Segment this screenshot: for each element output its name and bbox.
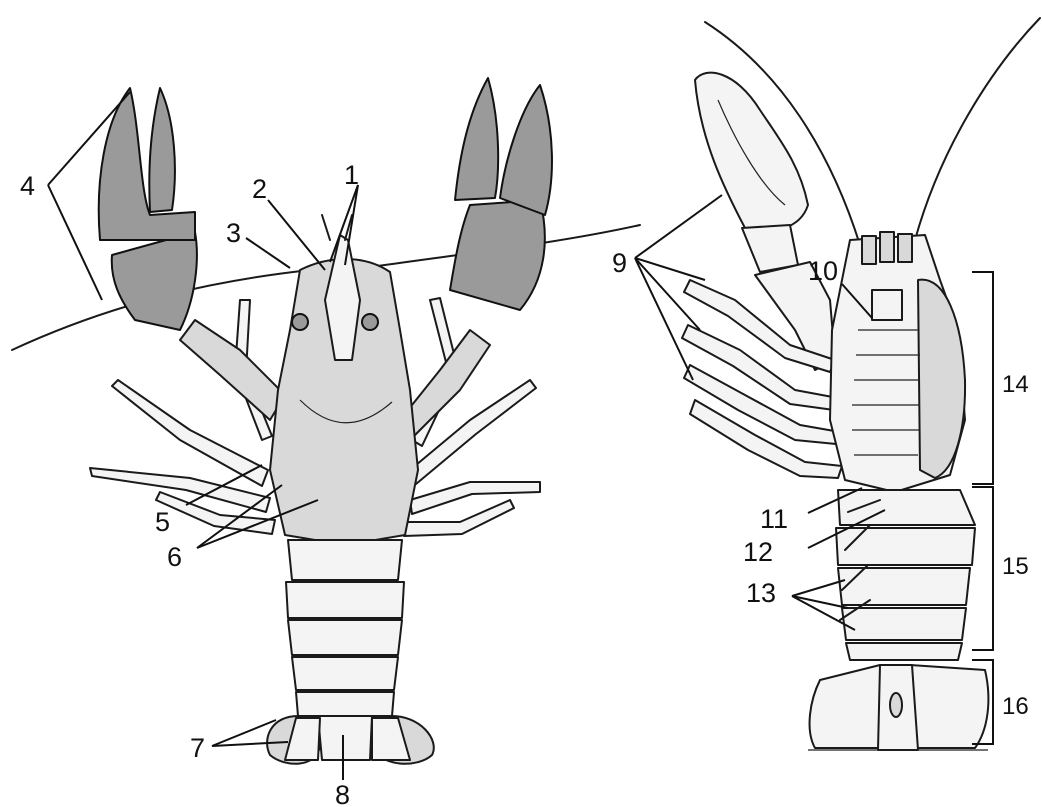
ventral-tail-fan: [808, 665, 988, 750]
label-12: 12: [743, 537, 773, 567]
label-1: 1: [344, 160, 359, 190]
label-11: 11: [760, 504, 788, 534]
telson: [318, 716, 372, 760]
ventral-view-illustration: [682, 18, 1040, 750]
label-2: 2: [252, 174, 267, 204]
abdomen: [286, 540, 404, 716]
bracket-15: [972, 487, 993, 650]
right-eye: [362, 314, 378, 330]
label-6: 6: [167, 542, 182, 572]
label-10: 10: [808, 256, 838, 286]
anus: [890, 693, 902, 717]
label-7: 7: [190, 733, 205, 763]
left-cheliped: [99, 88, 285, 420]
label-16: 16: [1002, 693, 1029, 720]
label-14: 14: [1002, 371, 1029, 398]
dorsal-view-illustration: [12, 78, 640, 764]
tail-fan: [267, 716, 434, 764]
label-13: 13: [746, 578, 776, 608]
label-8: 8: [335, 780, 350, 807]
bracket-14: [972, 272, 993, 484]
label-15: 15: [1002, 553, 1029, 580]
label-4: 4: [20, 171, 35, 201]
left-eye: [292, 314, 308, 330]
label-3: 3: [226, 218, 241, 248]
label-5: 5: [155, 507, 170, 537]
label-9: 9: [612, 248, 627, 278]
ventral-right-antenna: [915, 18, 1040, 240]
